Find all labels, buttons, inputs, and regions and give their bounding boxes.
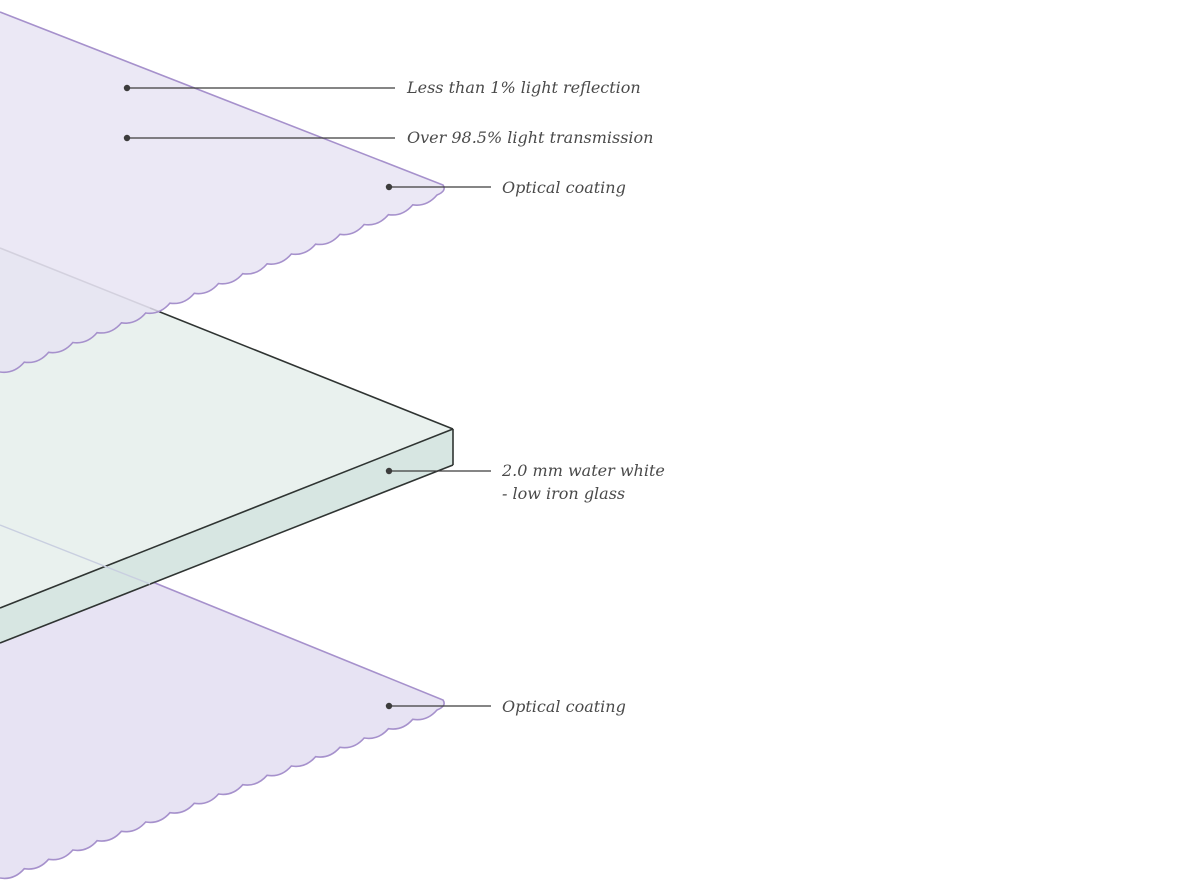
glass-edge-line [0,428,454,609]
bottom-coating-layer [0,520,445,879]
leader-transmission [123,134,395,142]
glass-label-line2: - low iron glass [502,484,626,503]
glass-top-face [0,248,453,608]
glass-label: 2.0 mm water white - low iron glass [502,459,665,505]
leader-dot [385,467,393,475]
glass-label-line1: 2.0 mm water white [502,461,665,480]
glass-edge-line [149,307,454,430]
top-coating-edge [0,11,445,374]
leader-top-coating [385,183,491,191]
leader-bottom-coating [385,702,491,710]
top-coating-layer [0,12,445,373]
reflection-label: Less than 1% light reflection [407,78,641,97]
glass-front-edge [0,429,453,643]
glass-inner-line [0,524,151,585]
top-coating-label: Optical coating [502,178,626,197]
leader-dot [123,84,131,92]
transmission-label: Over 98.5% light transmission [407,128,654,147]
leader-glass [385,467,491,475]
leader-dot [385,702,393,710]
bottom-coating-label: Optical coating [502,697,626,716]
leader-reflection [123,84,395,92]
leader-dot [123,134,131,142]
bottom-coating-edge [0,519,445,880]
leader-dot [385,183,393,191]
glass-edge-line [0,464,454,644]
